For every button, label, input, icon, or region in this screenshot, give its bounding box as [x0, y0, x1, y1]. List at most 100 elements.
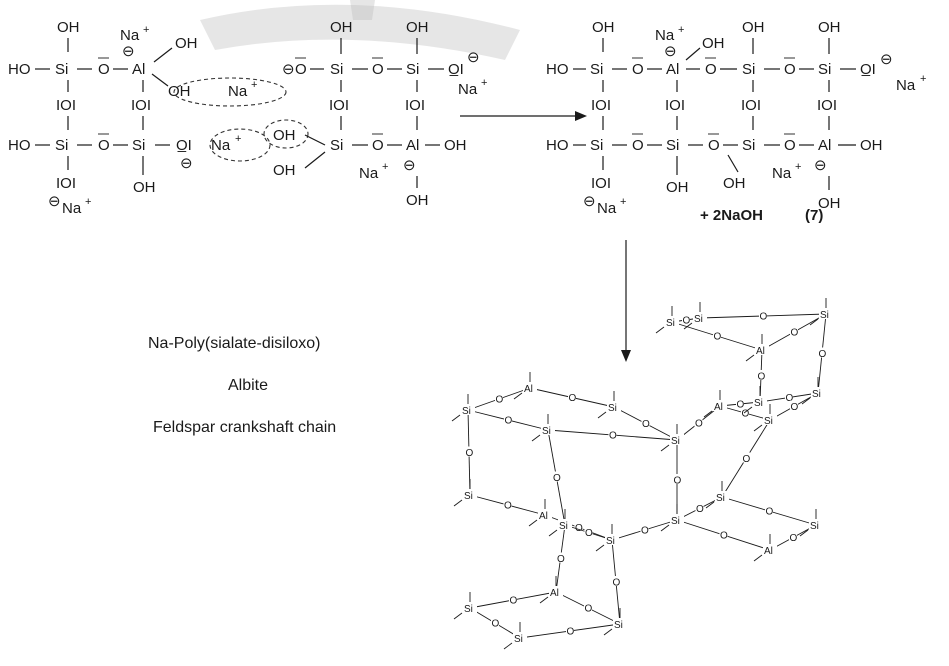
- p-si-3: Si: [818, 61, 831, 78]
- r-ioi-1: IOI: [56, 97, 76, 114]
- framework-si-atom: Si: [694, 314, 703, 325]
- r-oh-al-1: OH: [175, 35, 198, 52]
- r-minus-al-1: ⊖: [122, 43, 135, 60]
- r-ho-1: HO: [8, 61, 31, 78]
- framework-atom-bg: [819, 308, 833, 319]
- bridging-oxygen-bg: [640, 524, 649, 534]
- p-si-6: Si: [742, 137, 755, 154]
- framework-si-atom: Si: [671, 516, 680, 527]
- terminal-bond: [743, 406, 753, 414]
- bridging-oxygen-bg: [641, 417, 650, 428]
- r-oh-top-1: OH: [57, 19, 80, 36]
- bridging-oxygen-bg: [757, 370, 765, 380]
- bridging-oxygen: O: [695, 419, 703, 430]
- p-oh-al-2: OH: [860, 137, 883, 154]
- bridging-oxygen: O: [585, 604, 593, 615]
- r-oh-4: OH: [273, 162, 296, 179]
- framework-atom-bg: [549, 586, 563, 597]
- p-ho-1: HO: [546, 61, 569, 78]
- framework-si-atom: Si: [542, 426, 551, 437]
- framework-atom-bg: [513, 632, 527, 643]
- p-o-2: O: [705, 61, 717, 78]
- r-na-3-plus: +: [85, 196, 91, 208]
- r-oh-al-4: OH: [406, 192, 429, 209]
- bridging-oxygen-bg: [584, 602, 592, 612]
- framework-atom-bg: [613, 618, 627, 629]
- bridging-oxygen-bg: [574, 521, 583, 532]
- r-o-1: O: [98, 61, 110, 78]
- p-oh-si-5: OH: [666, 179, 689, 196]
- reactant-structure: OH HO Si O Al Na + ⊖ OH OH Na + IOI IOI …: [8, 19, 487, 217]
- r-ioi-5: IOI: [405, 97, 425, 114]
- bridging-oxygen: O: [609, 431, 617, 442]
- bridging-oxygen: O: [674, 476, 682, 487]
- bridging-oxygen: O: [760, 312, 768, 323]
- p-minus-al-1: ⊖: [664, 43, 677, 60]
- bridging-oxygen-bg: [785, 391, 793, 402]
- framework-al-atom: Al: [756, 346, 765, 357]
- bridging-oxygen: O: [786, 393, 794, 404]
- p-si-1: Si: [590, 61, 603, 78]
- bridging-oxygen-bg: [682, 314, 690, 324]
- p-oh-al-1: OH: [702, 35, 725, 52]
- r-si-6: Si: [330, 137, 343, 154]
- terminal-bond: [660, 524, 670, 532]
- product-structure: OH HO Si O Al Na + ⊖ OH O Si OH O Si OH …: [546, 19, 926, 224]
- framework-si-atom: Si: [716, 493, 725, 504]
- terminal-bond: [753, 424, 763, 432]
- r-oh-al-3: OH: [444, 137, 467, 154]
- bridging-oxygen: O: [575, 523, 583, 534]
- p-ioi-5: IOI: [591, 175, 611, 192]
- bridging-oxygen: O: [557, 554, 565, 565]
- bridging-oxygen: O: [504, 501, 512, 512]
- framework-atom-bg: [670, 514, 684, 525]
- p-na-3: Na: [772, 165, 792, 182]
- framework-atom-bg: [605, 534, 619, 545]
- bridging-oxygen: O: [819, 349, 827, 360]
- bridging-oxygen-bg: [765, 505, 773, 515]
- bridging-oxygen-bg: [465, 446, 473, 457]
- bridging-oxygen: O: [510, 596, 518, 607]
- p-si-4: Si: [590, 137, 603, 154]
- equation-number: (7): [805, 207, 823, 224]
- framework-atom-bg: [755, 344, 769, 355]
- p-al-2: Al: [818, 137, 831, 154]
- r-o-2: O: [98, 137, 110, 154]
- terminal-bond: [603, 628, 613, 636]
- bridging-oxygen-bg: [568, 391, 576, 402]
- bridging-oxygen-bg: [736, 398, 744, 408]
- r-o-3: O: [295, 61, 307, 78]
- r-oh-al-2: OH: [168, 83, 191, 100]
- bridging-oxygen-bg: [713, 330, 721, 340]
- bridging-oxygen: O: [642, 419, 650, 430]
- r-oh-top-3: OH: [406, 19, 429, 36]
- bridging-oxygen: O: [585, 528, 593, 539]
- terminal-bond: [513, 392, 523, 400]
- p-na-4-plus: +: [620, 196, 626, 208]
- bridging-oxygen-bg: [584, 526, 593, 537]
- p-o-5: O: [708, 137, 720, 154]
- framework-atom-bg: [541, 424, 555, 435]
- bridging-oxygen: O: [742, 409, 750, 420]
- terminal-bond: [451, 414, 461, 422]
- bridging-oxygen: O: [613, 578, 621, 589]
- p-minus-ioi-5: ⊖: [583, 193, 596, 210]
- r-ioi-3: IOI: [56, 175, 76, 192]
- r-na-5-plus: +: [481, 77, 487, 89]
- framework-si-atom: Si: [559, 521, 568, 532]
- framework-atom-bg: [809, 519, 823, 530]
- r-na-1: Na: [120, 27, 140, 44]
- bridging-oxygen: O: [496, 395, 504, 406]
- r-oi-2: O̲I: [448, 61, 464, 78]
- p-oh-top-3: OH: [818, 19, 841, 36]
- terminal-bond: [745, 354, 755, 362]
- framework-atom-bg: [693, 312, 707, 323]
- p-minus-oi-1: ⊖: [880, 51, 893, 68]
- framework-si-atom: Si: [608, 403, 617, 414]
- p-ioi-4: IOI: [817, 97, 837, 114]
- p-o-3: O: [784, 61, 796, 78]
- bridging-oxygen: O: [569, 393, 577, 404]
- bridging-oxygen: O: [766, 507, 774, 518]
- p-na-1: Na: [655, 27, 675, 44]
- p-o-4: O: [632, 137, 644, 154]
